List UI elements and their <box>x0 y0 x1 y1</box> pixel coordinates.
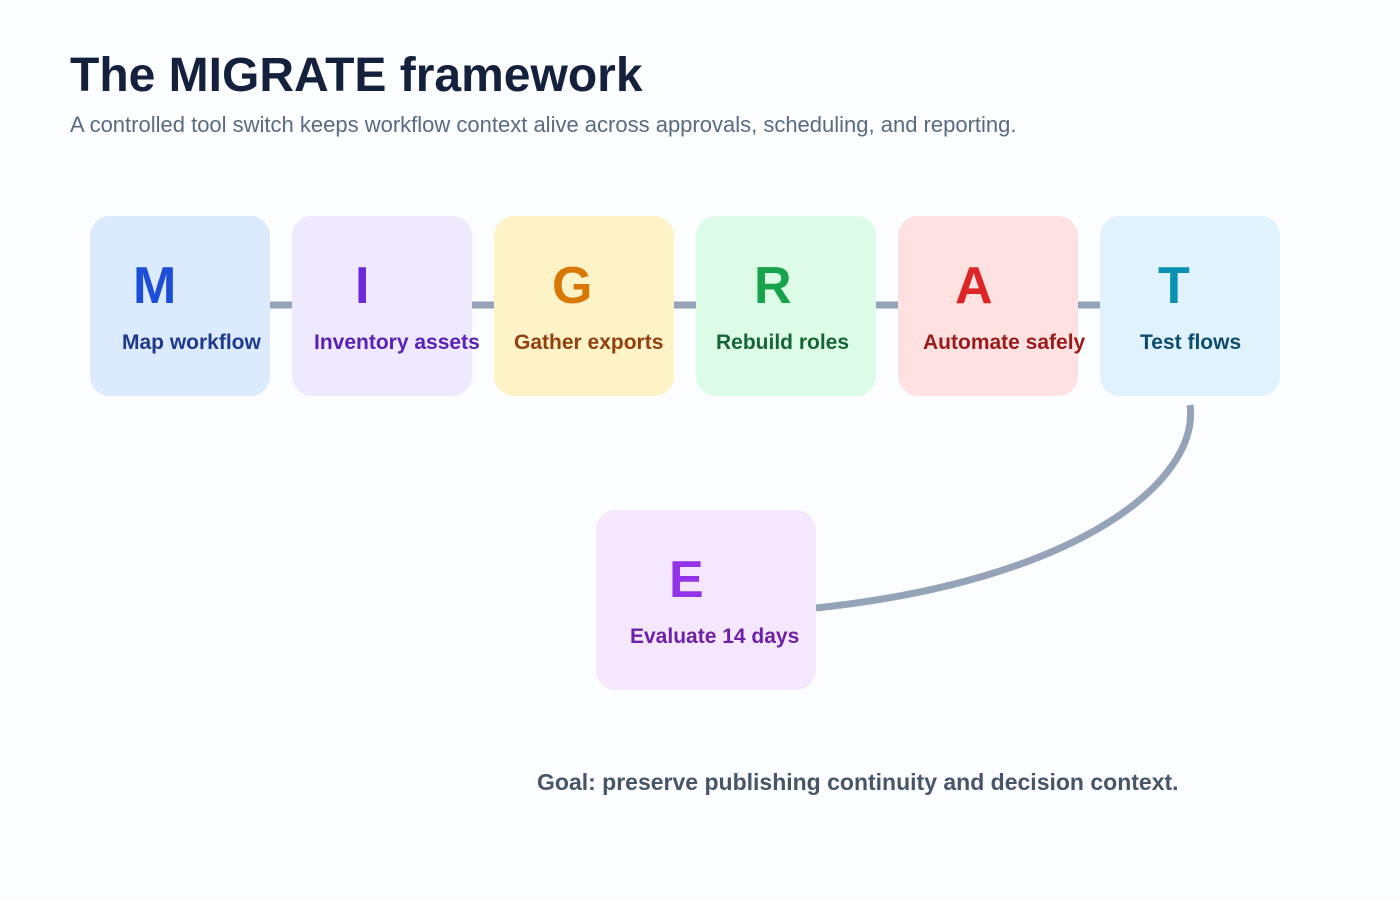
step-letter: M <box>133 257 177 315</box>
step-letter: R <box>754 257 792 315</box>
step-card-m: M Map workflow <box>90 216 270 396</box>
step-card-e: E Evaluate 14 days <box>596 510 816 690</box>
goal-statement: Goal: preserve publishing continuity and… <box>537 769 1179 795</box>
step-card-r: R Rebuild roles <box>696 216 876 396</box>
step-card-a: A Automate safely <box>898 216 1085 396</box>
step-label: Automate safely <box>923 331 1086 354</box>
connector-t-e <box>815 404 1195 612</box>
step-card-i: I Inventory assets <box>292 216 480 396</box>
step-label: Gather exports <box>514 331 664 354</box>
step-card-t: T Test flows <box>1100 216 1280 396</box>
step-label: Map workflow <box>122 331 261 354</box>
step-card-g: G Gather exports <box>494 216 674 396</box>
page-title: The MIGRATE framework <box>70 49 643 102</box>
step-label: Evaluate 14 days <box>630 625 800 648</box>
step-letter: E <box>669 551 704 609</box>
step-label: Test flows <box>1140 331 1242 354</box>
step-letter: T <box>1158 257 1190 315</box>
step-label: Inventory assets <box>314 331 480 354</box>
page-subtitle: A controlled tool switch keeps workflow … <box>70 112 1017 137</box>
step-letter: G <box>552 257 593 315</box>
step-letter: A <box>955 257 993 315</box>
step-label: Rebuild roles <box>716 331 850 354</box>
step-letter: I <box>355 257 370 315</box>
